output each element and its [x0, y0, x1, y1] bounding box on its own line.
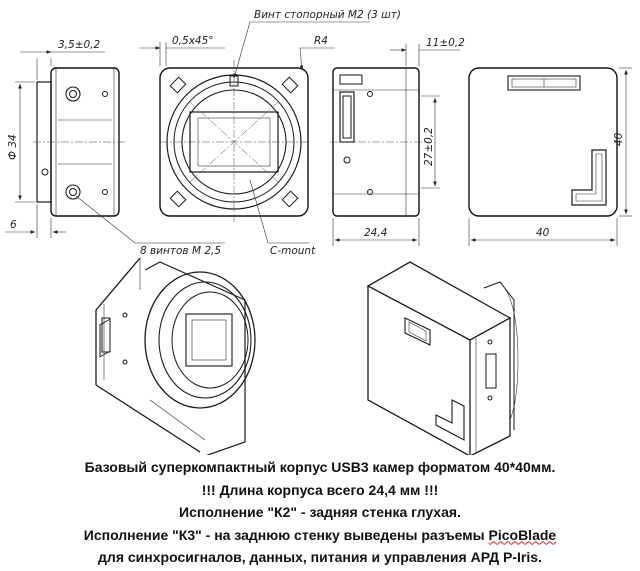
- caption: Базовый суперкомпактный корпус USB3 каме…: [0, 456, 640, 569]
- caption-line-3: Исполнение "К2" - задняя стенка глухая.: [179, 504, 461, 520]
- side-view: [5, 50, 225, 244]
- dim-27: 27±0,2: [423, 127, 435, 166]
- caption-line-5: для синхросигналов, данных, питания и уп…: [98, 549, 542, 565]
- front-view: [140, 21, 370, 244]
- dim-11: 11±0,2: [426, 37, 465, 49]
- dim-screw-note: Винт стопорный М2 (3 шт): [254, 9, 401, 21]
- dim-40-horizontal: 40: [536, 227, 550, 239]
- dim-chamfer: 0,5х45°: [172, 35, 214, 47]
- caption-line-1: Базовый суперкомпактный корпус USB3 каме…: [84, 459, 556, 475]
- top-view: [468, 67, 632, 246]
- dim-c-mount: C-mount: [270, 245, 316, 257]
- dim-24-4: 24,4: [364, 227, 387, 239]
- iso-view-front: [95, 257, 256, 455]
- caption-picoblade: PicoBlade: [488, 526, 557, 543]
- dim-screws-8: 8 винтов М 2,5: [140, 245, 221, 257]
- technical-drawing: Винт стопорный М2 (3 шт) 3,5±0,2 0,5х45°…: [5, 9, 632, 455]
- back-view: [330, 44, 460, 246]
- dim-radius: R4: [314, 35, 328, 47]
- dim-6: 6: [10, 219, 17, 231]
- caption-line-2: !!! Длина корпуса всего 24,4 мм !!!: [201, 481, 439, 498]
- dim-3-5: 3,5±0,2: [58, 39, 101, 51]
- iso-view-back: [366, 261, 519, 455]
- caption-line-4: Исполнение "К3" - на заднюю стенку вывед…: [0, 524, 640, 547]
- dim-diameter-34: Ф 34: [7, 134, 19, 160]
- caption-line-4-text: Исполнение "К3" - на заднюю стенку вывед…: [83, 526, 489, 543]
- dim-40-vertical: 40: [613, 132, 625, 146]
